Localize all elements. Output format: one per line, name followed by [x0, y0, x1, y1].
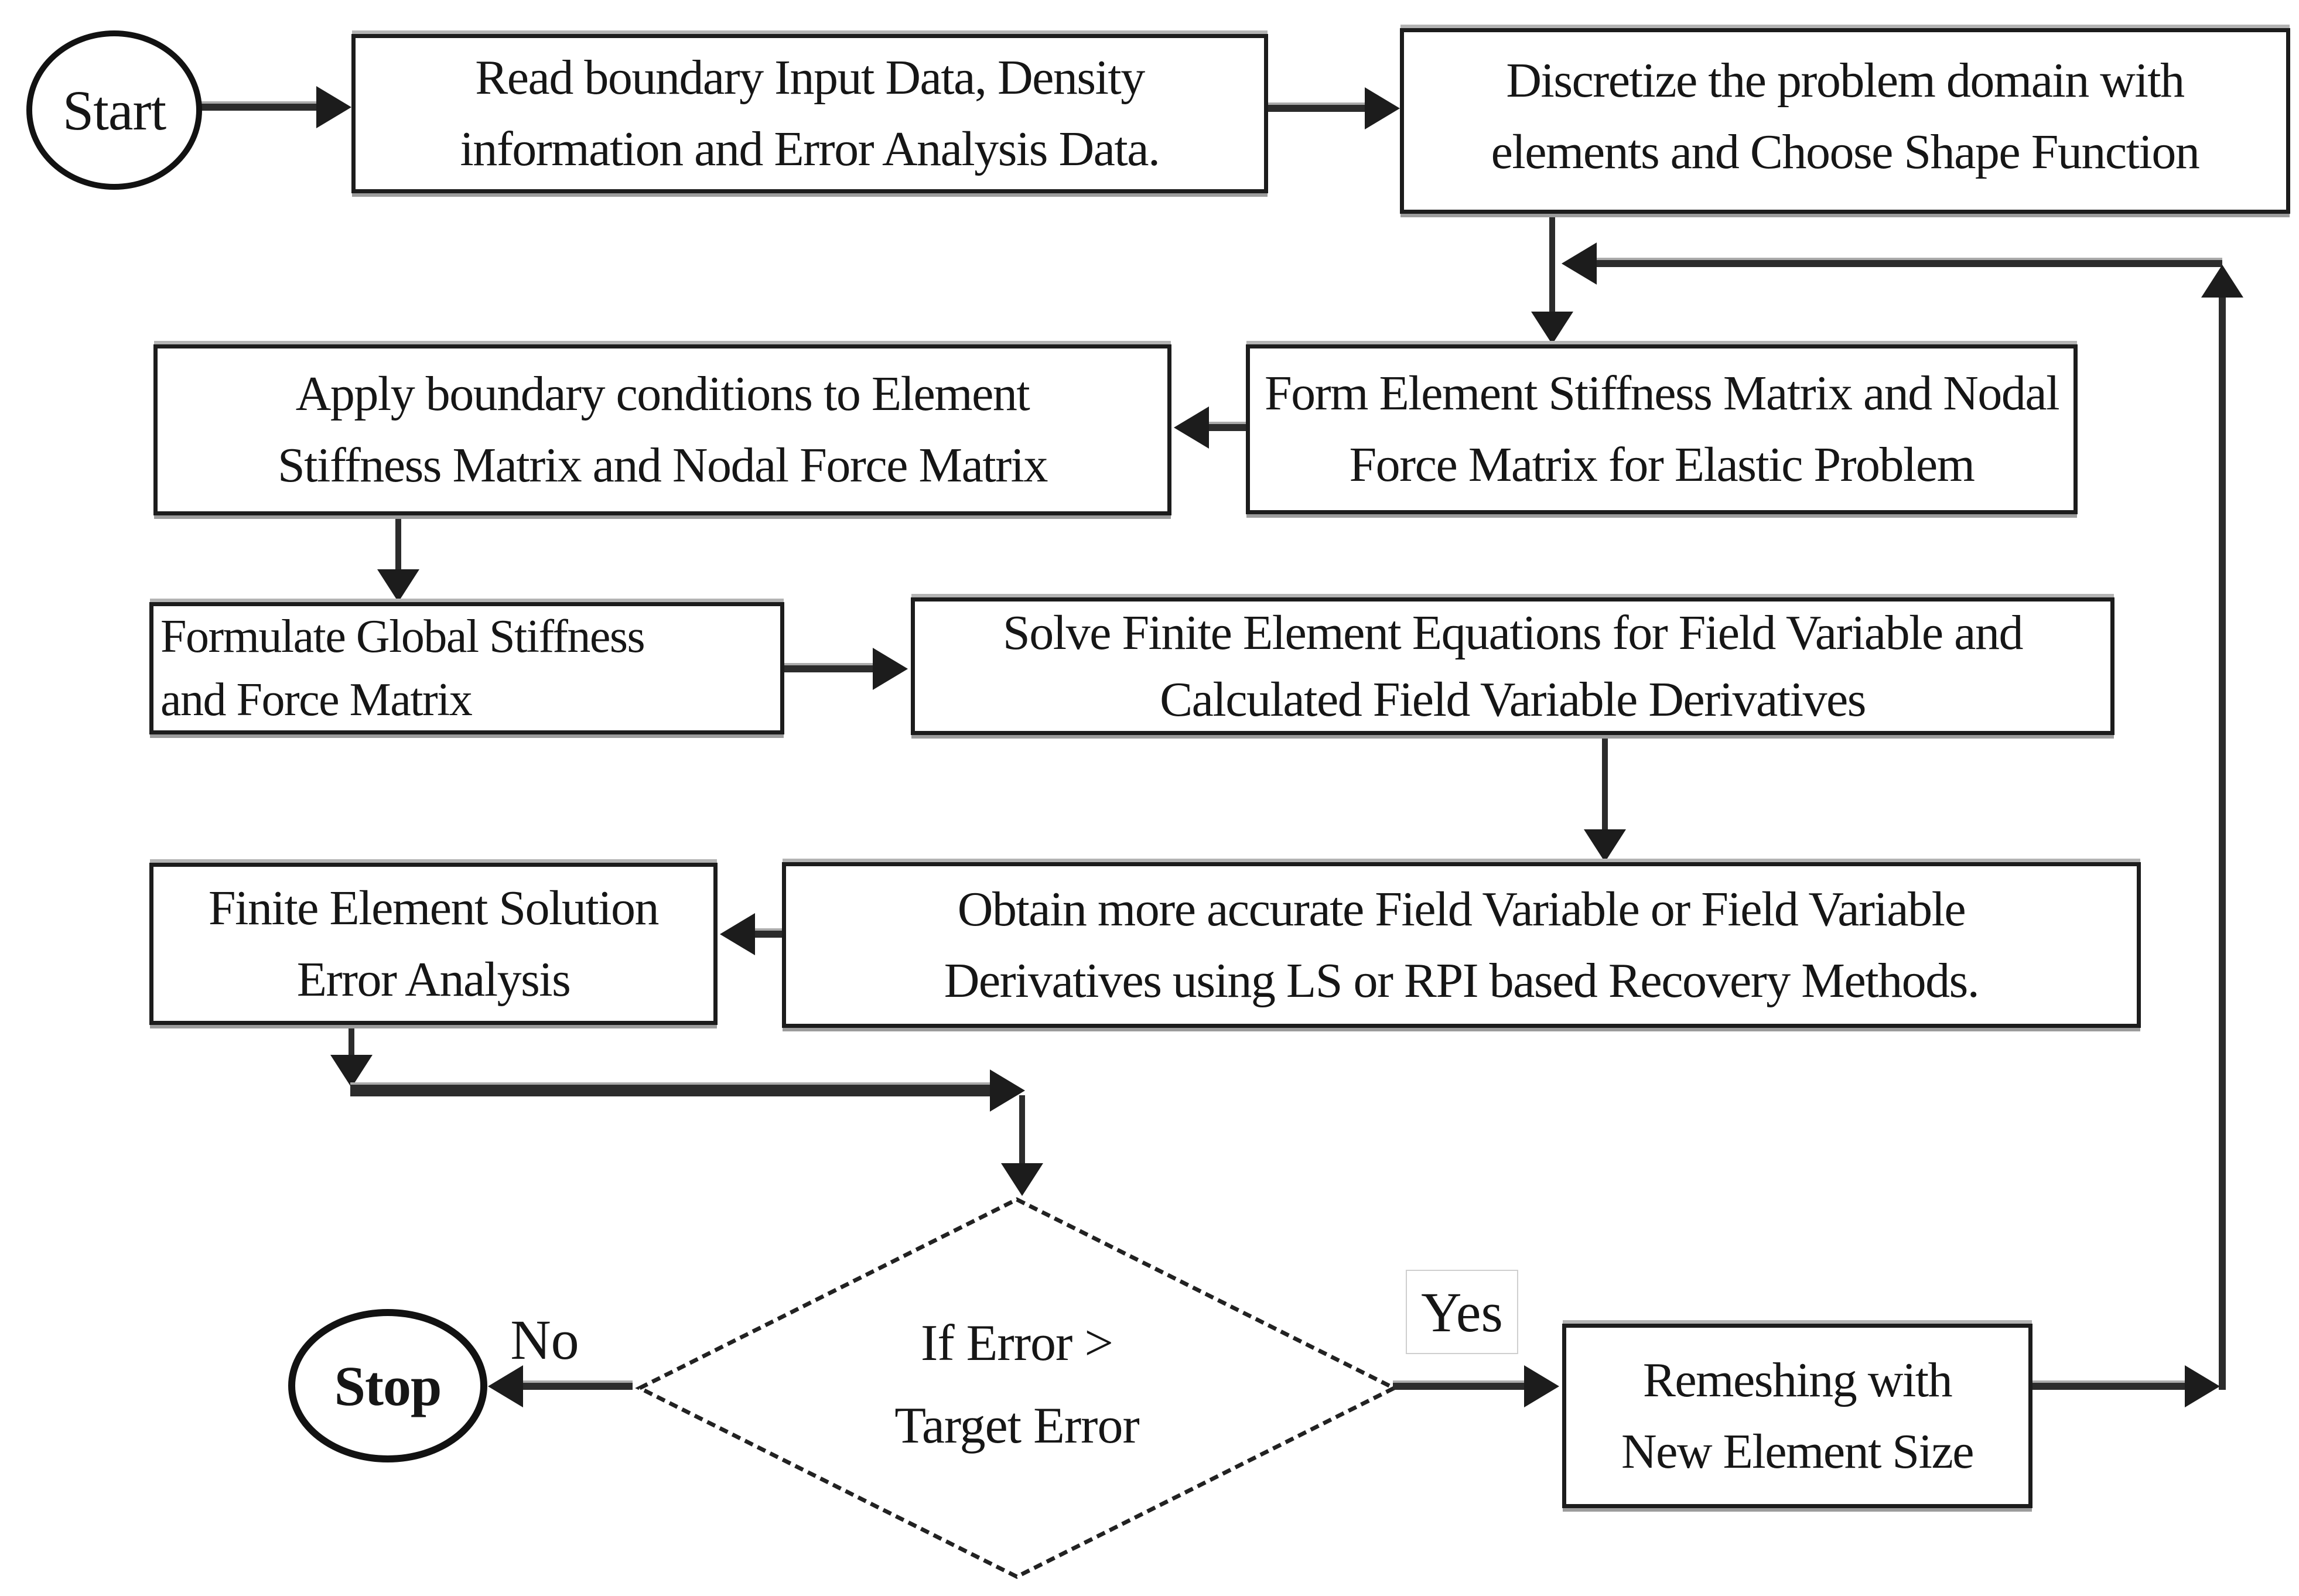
solve-fe-line2: Calculated Field Variable Derivatives [1160, 672, 1866, 727]
edge-feedback-right [2219, 296, 2226, 1390]
decision-line2: Target Error [894, 1397, 1140, 1454]
arrowhead-feedback-up [2201, 265, 2243, 298]
edge-start-read [199, 104, 316, 111]
node-recovery: Obtain more accurate Field Variable or F… [782, 862, 2141, 1028]
edge-decision-remesh [1393, 1383, 1525, 1390]
edge-label-yes: Yes [1406, 1270, 1518, 1354]
recovery-line2: Derivatives using LS or RPI based Recove… [944, 953, 1980, 1008]
edge-solve-recovery [1602, 733, 1608, 831]
form-element-line1: Form Element Stiffness Matrix and Nodal [1264, 366, 2060, 421]
node-start: Start [26, 30, 202, 190]
recovery-line1: Obtain more accurate Field Variable or F… [957, 881, 1966, 937]
edge-recovery-error [753, 931, 784, 938]
node-discretize: Discretize the problem domain with eleme… [1400, 28, 2290, 214]
error-analysis-line2: Error Analysis [296, 952, 571, 1007]
node-form-element: Form Element Stiffness Matrix and Nodal … [1246, 344, 2078, 514]
discretize-line1: Discretize the problem domain with [1506, 53, 2185, 108]
edge-read-discretize [1265, 105, 1365, 112]
arrowhead-form-apply [1174, 406, 1209, 449]
node-decision-label: If Error > Target Error [753, 1297, 1280, 1473]
discretize-line2: elements and Choose Shape Function [1491, 124, 2200, 179]
node-read-input: Read boundary Input Data, Density inform… [351, 34, 1268, 193]
read-input-line1: Read boundary Input Data, Density [475, 50, 1145, 105]
arrowhead-feedback-left [1562, 242, 1597, 285]
edge-error-decision-v1 [349, 1022, 354, 1056]
arrowhead-read-discretize [1365, 87, 1400, 129]
edge-label-no: No [510, 1308, 579, 1371]
form-element-line2: Force Matrix for Elastic Problem [1349, 438, 1975, 492]
arrowhead-error-decision-down [330, 1055, 373, 1088]
apply-bc-line2: Stiffness Matrix and Nodal Force Matrix [277, 438, 1048, 493]
edge-discretize-form [1549, 211, 1555, 313]
decision-diamond-shape [635, 1197, 1399, 1579]
stop-label: Stop [334, 1354, 442, 1417]
edge-remesh-feedback [2031, 1383, 2186, 1390]
edge-error-decision-h [350, 1085, 991, 1096]
error-analysis-line1: Finite Element Solution [208, 880, 660, 935]
arrowhead-decision-remesh [1524, 1365, 1559, 1407]
edge-formulate-solve [782, 665, 874, 672]
arrowhead-remesh-feedback [2185, 1365, 2220, 1407]
node-formulate-global: Formulate Global Stiffness and Force Mat… [149, 602, 784, 734]
read-input-line2: information and Error Analysis Data. [460, 122, 1160, 176]
solve-fe-line1: Solve Finite Element Equations for Field… [1003, 606, 2023, 661]
start-label: Start [62, 78, 166, 142]
decision-line1: If Error > [921, 1315, 1113, 1372]
arrowhead-start-read [316, 86, 351, 128]
remesh-line1: Remeshing with [1642, 1352, 1953, 1407]
edge-form-apply [1207, 424, 1248, 431]
edge-error-decision-v2 [1019, 1095, 1025, 1164]
edge-feedback-top [1593, 260, 2222, 267]
arrowhead-error-decision-into-diamond [1001, 1163, 1043, 1196]
node-remesh: Remeshing with New Element Size [1562, 1324, 2032, 1508]
node-apply-bc: Apply boundary conditions to Element Sti… [153, 344, 1171, 515]
remesh-line2: New Element Size [1621, 1424, 1975, 1479]
node-error-analysis: Finite Element Solution Error Analysis [149, 863, 718, 1025]
node-stop: Stop [288, 1309, 487, 1462]
arrowhead-discretize-form [1531, 312, 1573, 344]
apply-bc-line1: Apply boundary conditions to Element [295, 367, 1030, 422]
arrowhead-decision-stop [488, 1365, 523, 1407]
arrowhead-formulate-solve [873, 648, 908, 690]
edge-decision-stop [521, 1383, 633, 1390]
formulate-global-line1: Formulate Global Stiffness [160, 611, 645, 662]
formulate-global-line2: and Force Matrix [160, 674, 473, 726]
edge-apply-formulate [395, 512, 401, 571]
arrowhead-apply-formulate [377, 569, 419, 602]
arrowhead-recovery-error [720, 913, 755, 955]
node-solve-fe: Solve Finite Element Equations for Field… [911, 597, 2114, 735]
arrowhead-solve-recovery [1584, 829, 1626, 862]
